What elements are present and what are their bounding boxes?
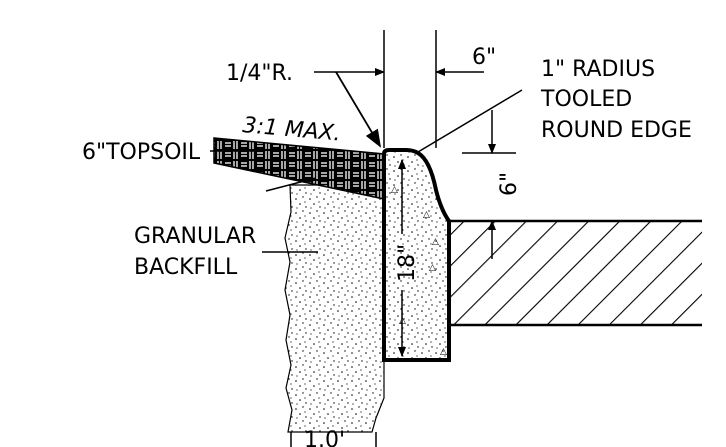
label-one-inch-radius: 1" RADIUS	[541, 57, 655, 82]
quarter-radius-leader	[314, 71, 382, 148]
label-granular: GRANULAR	[134, 224, 256, 249]
one-inch-radius-leader	[417, 89, 523, 153]
svg-text:△: △	[423, 210, 430, 220]
svg-text:△: △	[432, 237, 439, 247]
pavement-section	[449, 219, 702, 327]
label-tooled: TOOLED	[540, 87, 632, 112]
label-quarter-radius: 1/4"R.	[226, 61, 293, 86]
backfill-leader	[262, 177, 318, 253]
bottom-dimension	[290, 432, 377, 447]
label-topsoil: 6"TOPSOIL	[82, 140, 201, 165]
label-height-dim: 18"	[395, 244, 420, 282]
svg-text:△: △	[429, 263, 436, 273]
label-bottom-dim: 1.0'	[304, 428, 345, 447]
granular-backfill-area	[284, 184, 385, 433]
label-backfill: BACKFILL	[134, 255, 238, 280]
svg-text:△: △	[391, 185, 398, 195]
label-round-edge: ROUND EDGE	[541, 118, 692, 143]
svg-text:△: △	[440, 347, 447, 357]
reveal-dimension	[462, 110, 516, 259]
width-dimension	[336, 30, 484, 148]
label-width-dim: 6"	[472, 45, 496, 70]
label-reveal-dim: 6"	[497, 172, 522, 196]
